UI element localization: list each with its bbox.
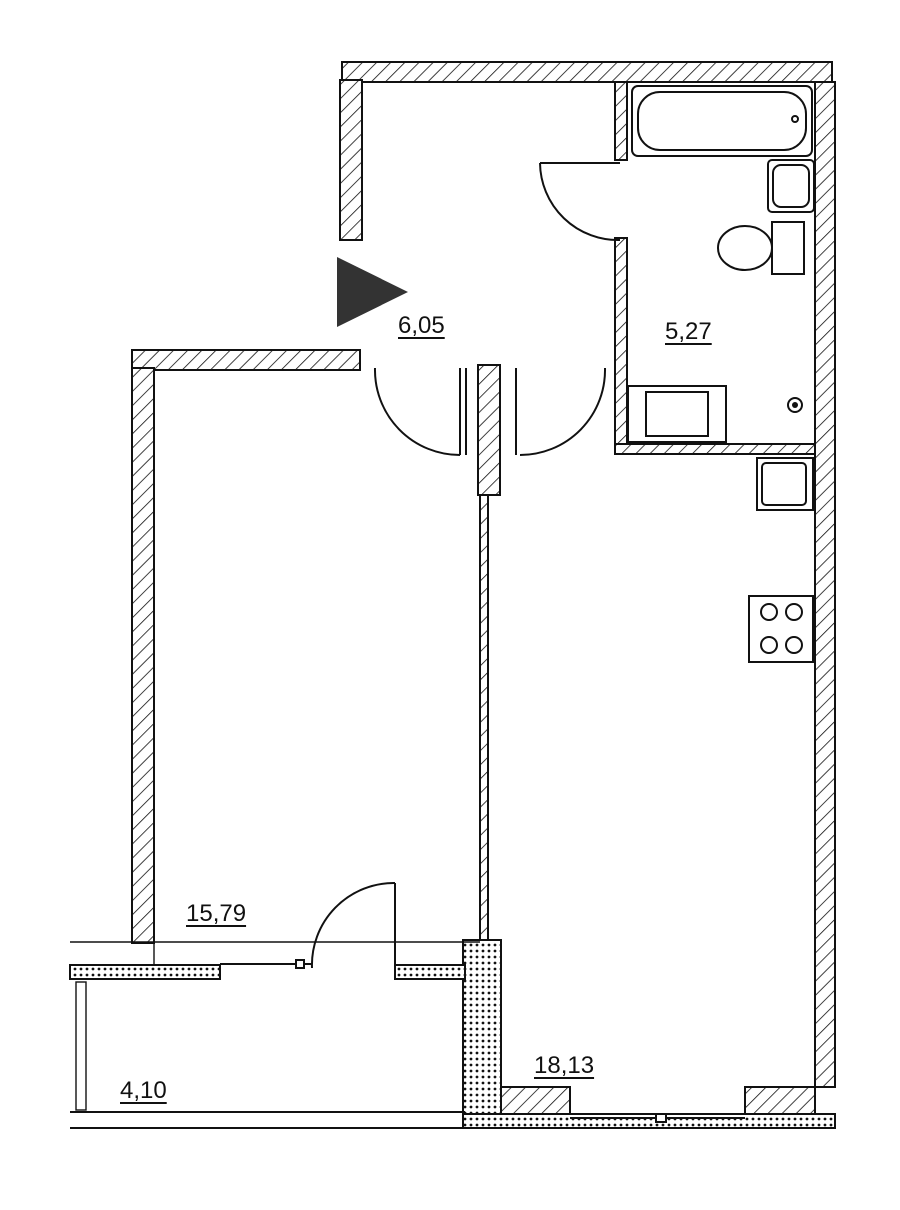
kitchen-bottom-right: [744, 1086, 816, 1116]
bathroom-left-wall-lower: [614, 237, 628, 447]
entry-wall-left: [339, 79, 363, 241]
doors: [220, 162, 745, 1123]
partition-wall: [477, 364, 501, 496]
entrance-arrow-icon: [337, 257, 408, 327]
window-handle: [295, 959, 305, 969]
bathroom-fixtures: [627, 85, 815, 443]
bedroom-area-label: 15,79: [186, 900, 247, 927]
kitchen-bottom-left: [499, 1086, 571, 1116]
hall-area-label: 6,05: [398, 312, 445, 339]
burner: [785, 636, 803, 654]
toilet-bowl: [717, 225, 773, 271]
bathtub-inner: [637, 91, 807, 151]
kitchen-fixtures: [748, 457, 814, 663]
balcony-area-label: 4,10: [120, 1077, 167, 1104]
partition-wall-lower: [479, 494, 489, 944]
balcony-door-swing: [310, 881, 396, 969]
window-handle-2: [655, 1113, 667, 1123]
burner: [760, 603, 778, 621]
floor-drain-center: [792, 402, 798, 408]
balcony-parapet-right: [394, 964, 466, 980]
bathroom-door-swing: [539, 162, 621, 242]
bedroom-left-wall: [131, 367, 155, 944]
washing-machine-door: [645, 391, 709, 437]
bathroom-area-label: 5,27: [665, 318, 712, 345]
burner: [760, 636, 778, 654]
bathtub-drain: [791, 115, 799, 123]
right-outer-wall: [814, 81, 836, 1088]
bathroom-bottom-wall: [614, 443, 816, 455]
top-wall: [341, 61, 833, 83]
kitchen-living-area-label: 18,13: [534, 1052, 595, 1079]
balcony-parapet-left: [69, 964, 221, 980]
stove: [748, 595, 814, 663]
burner: [785, 603, 803, 621]
bedroom-top-wall: [131, 349, 361, 371]
balcony-wall-right: [462, 939, 502, 1116]
kitchen-door-swing: [519, 367, 607, 456]
bedroom-door-swing: [373, 367, 461, 456]
bathroom-left-wall: [614, 81, 628, 161]
sink-basin: [772, 164, 810, 208]
walls: [69, 61, 836, 1129]
bottom-parapet: [462, 1113, 836, 1129]
toilet-tank: [771, 221, 805, 275]
kitchen-sink-basin: [761, 462, 807, 506]
balcony-left-rail: [75, 981, 87, 1111]
